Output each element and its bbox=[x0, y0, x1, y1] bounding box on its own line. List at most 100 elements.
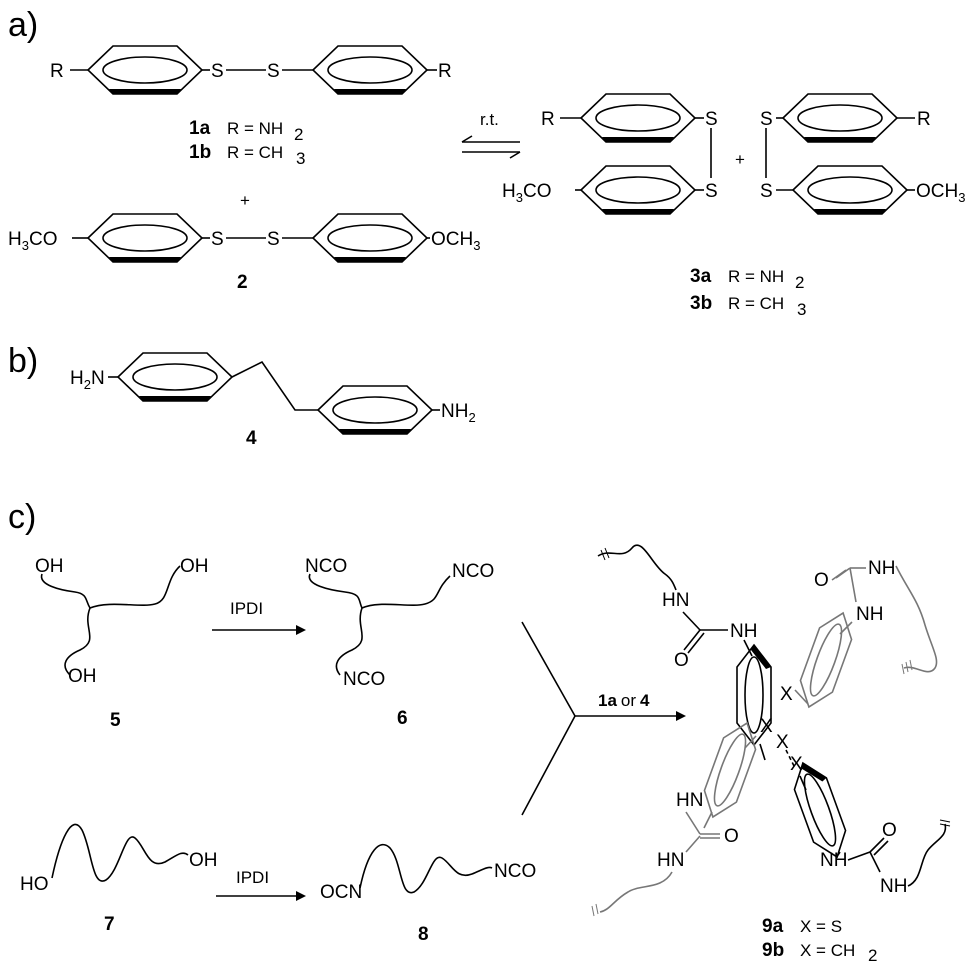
atom-s2: S bbox=[267, 61, 280, 82]
atom-r-3l: R bbox=[541, 109, 555, 130]
ocn-8: OCN bbox=[320, 882, 362, 903]
label-3b-text: R = CH bbox=[728, 294, 784, 313]
atom-s-3l-top: S bbox=[705, 109, 718, 130]
label-1a: 1a bbox=[189, 118, 211, 139]
nh-9-lr-a: NH bbox=[820, 850, 847, 871]
compound-3a-label: 3a R = NH 2 bbox=[690, 266, 804, 292]
compound-1a-label: 1a R = NH 2 bbox=[189, 118, 303, 144]
nh-9-ur-a: NH bbox=[868, 558, 895, 579]
och3-och: OCH bbox=[431, 229, 473, 250]
product-9-structure: HN O NH NH O NH X X X X bbox=[591, 544, 951, 917]
atom-s-3r-top: S bbox=[760, 109, 773, 130]
atom-s1: S bbox=[211, 61, 224, 82]
compound-5-structure: OH OH OH bbox=[35, 556, 209, 687]
label-8: 8 bbox=[418, 924, 429, 945]
atom-r-right: R bbox=[438, 61, 452, 82]
label-3a: 3a bbox=[690, 266, 712, 287]
hn-9-ll-b: HN bbox=[657, 850, 684, 871]
label-9b-sub: 2 bbox=[868, 946, 877, 965]
oh-5c: OH bbox=[68, 666, 97, 687]
nco-8: NCO bbox=[494, 861, 536, 882]
nco-6a: NCO bbox=[305, 556, 347, 577]
compound-3-left: R S S H3CO bbox=[502, 93, 718, 215]
oh-7: OH bbox=[189, 850, 218, 871]
compound-3-right: S S R OCH3 bbox=[760, 93, 965, 215]
label-3a-sub: 2 bbox=[795, 273, 804, 292]
o-9-ur: O bbox=[814, 570, 829, 591]
compound-2-structure: H3CO S S OCH3 bbox=[8, 213, 480, 263]
label-1b-sub: 3 bbox=[296, 149, 305, 168]
oh-5b: OH bbox=[180, 556, 209, 577]
o-9-ul: O bbox=[674, 650, 689, 671]
label-4: 4 bbox=[246, 428, 257, 449]
compound-1-structure: R S S R bbox=[50, 45, 452, 95]
atom-r-left: R bbox=[50, 61, 64, 82]
hn-9-ll-a: HN bbox=[676, 790, 703, 811]
o-9-ll: O bbox=[724, 826, 739, 847]
oh-5a: OH bbox=[35, 556, 64, 577]
label-6: 6 bbox=[397, 708, 408, 729]
hn-9-ul: HN bbox=[662, 590, 689, 611]
compound-7-structure: HO OH bbox=[20, 823, 218, 895]
nh-9-ur-b: NH bbox=[856, 604, 883, 625]
label-1b-text: R = CH bbox=[227, 143, 283, 162]
ipdi-label-top: IPDI bbox=[230, 599, 263, 618]
atom-s-3r-bot: S bbox=[760, 181, 773, 202]
label-3b: 3b bbox=[690, 293, 712, 314]
label-9b: 9b bbox=[762, 940, 784, 961]
svg-text:H3CO: H3CO bbox=[502, 181, 551, 205]
svg-text:OCH3: OCH3 bbox=[916, 181, 965, 205]
compound-1b-label: 1b R = CH 3 bbox=[189, 142, 305, 168]
panel-label-b: b) bbox=[8, 342, 38, 380]
nh-9-lr-b: NH bbox=[880, 876, 907, 897]
merge-label-or: or bbox=[621, 691, 636, 710]
nh-9-ul: NH bbox=[730, 621, 757, 642]
compound-9a-label: 9a X = S bbox=[762, 916, 842, 937]
ho-7: HO bbox=[20, 874, 49, 895]
svg-text:OCH3: OCH3 bbox=[431, 229, 480, 253]
ipdi-arrow-top: IPDI bbox=[212, 599, 306, 635]
label-9b-text: X = CH bbox=[800, 941, 855, 960]
label-5: 5 bbox=[110, 710, 121, 731]
svg-text:NH2: NH2 bbox=[441, 401, 476, 425]
x-9-center-a: X bbox=[760, 716, 773, 737]
h3co-co: CO bbox=[29, 229, 58, 250]
compound-3b-label: 3b R = CH 3 bbox=[690, 293, 806, 319]
nco-6c: NCO bbox=[343, 669, 385, 690]
och3-3: 3 bbox=[473, 238, 480, 253]
label-3a-text: R = NH bbox=[728, 267, 784, 286]
compound-4-structure: H2N NH2 bbox=[70, 352, 476, 435]
atom-s4: S bbox=[267, 229, 280, 250]
arrow-label-rt: r.t. bbox=[480, 110, 499, 129]
label-7: 7 bbox=[104, 914, 115, 935]
compound-9b-label: 9b X = CH 2 bbox=[762, 940, 877, 965]
panel-label-a: a) bbox=[8, 6, 38, 44]
label-2: 2 bbox=[237, 272, 248, 293]
x-9-center-b: X bbox=[776, 732, 789, 753]
plus-sign-a2: + bbox=[735, 150, 745, 169]
o-9-lr: O bbox=[882, 820, 897, 841]
x-9-center-c: X bbox=[790, 754, 803, 775]
label-1a-text: R = NH bbox=[227, 119, 283, 138]
label-9a: 9a bbox=[762, 916, 784, 937]
label-1a-sub: 2 bbox=[294, 125, 303, 144]
label-3b-sub: 3 bbox=[797, 300, 806, 319]
nco-6b: NCO bbox=[452, 561, 494, 582]
label-1b: 1b bbox=[189, 142, 211, 163]
merge-label-4: 4 bbox=[640, 691, 650, 710]
h3co-h: H bbox=[8, 229, 22, 250]
merge-label-1a: 1a bbox=[598, 691, 617, 710]
compound-6-structure: NCO NCO NCO bbox=[305, 556, 494, 690]
x-9-ur: X bbox=[780, 684, 793, 705]
compound-8-structure: OCN NCO bbox=[320, 843, 536, 903]
h3co-3: 3 bbox=[22, 238, 29, 253]
label-9a-text: X = S bbox=[800, 917, 842, 936]
panel-label-c: c) bbox=[8, 498, 36, 536]
equilibrium-arrow: r.t. bbox=[461, 110, 521, 159]
plus-sign-a1: + bbox=[240, 191, 250, 210]
atom-s-3l-bot: S bbox=[705, 181, 718, 202]
atom-r-3r: R bbox=[917, 109, 931, 130]
